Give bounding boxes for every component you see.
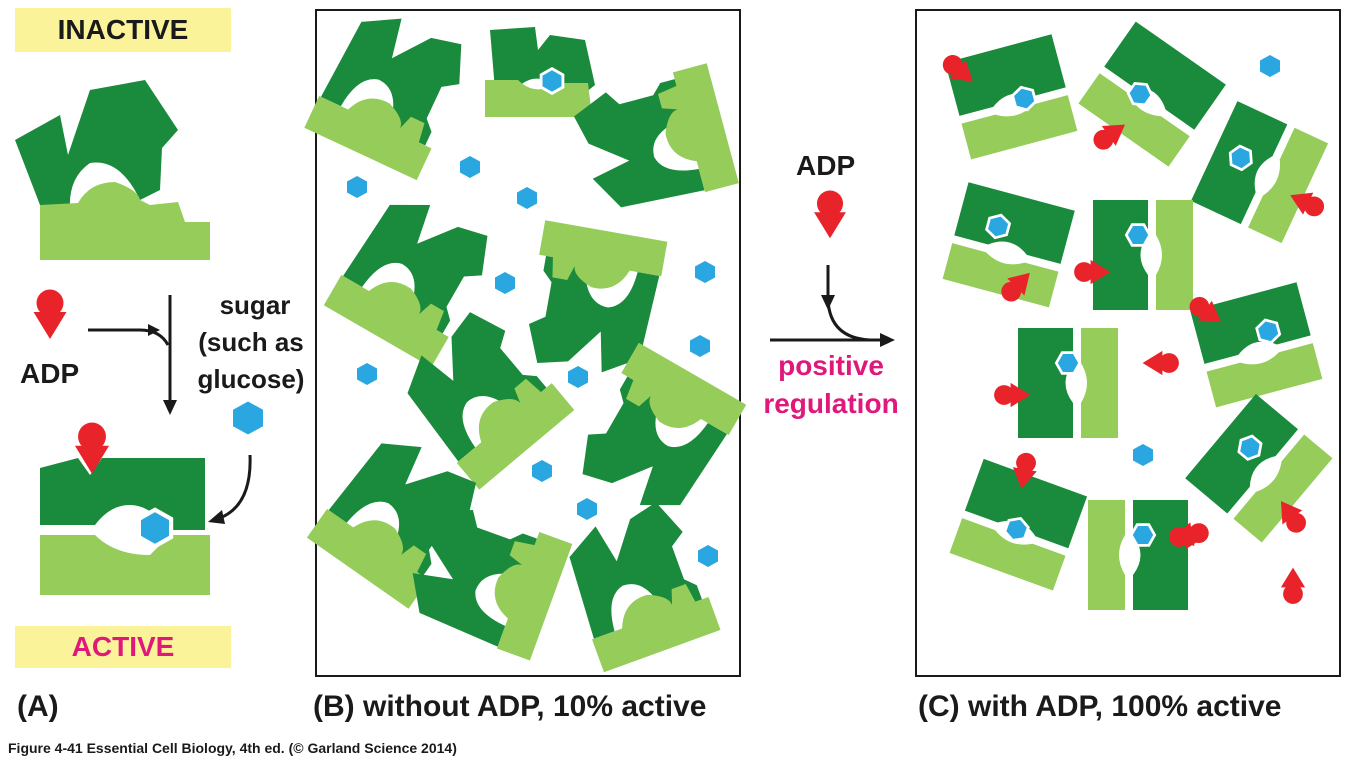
panel-a [15, 80, 263, 595]
panel-b-enzymes [304, 0, 746, 672]
panel-c-frame [915, 9, 1341, 677]
figure-credit: Figure 4-41 Essential Cell Biology, 4th … [8, 740, 457, 756]
sugar-hexagon-a [233, 401, 263, 435]
regulation-label-line1: positive [778, 350, 884, 381]
enzyme-c8 [1185, 393, 1333, 543]
panel-c-enzymes [937, 21, 1333, 610]
panel-b-frame [315, 9, 741, 677]
sugar-label-line3: glucose) [197, 364, 305, 394]
adp-label-a: ADP [20, 358, 80, 389]
enzyme-b7 [568, 343, 746, 528]
enzyme-c7 [1018, 328, 1118, 438]
enzyme-c6 [1184, 282, 1323, 408]
regulation-arrow [770, 190, 895, 347]
enzyme-b10 [555, 496, 720, 672]
enzyme-c2 [1078, 21, 1226, 167]
inactive-complex [15, 80, 210, 260]
enzyme-c5 [1093, 200, 1193, 310]
sugar-label-line1: sugar [219, 290, 291, 320]
active-complex [40, 422, 210, 595]
panel-b-caption: (B) without ADP, 10% active [313, 690, 707, 723]
enzyme-c9 [949, 450, 1088, 591]
enzyme-c10 [1088, 500, 1211, 610]
merge-arrows-a [88, 295, 252, 524]
inactive-banner: INACTIVE [15, 8, 231, 52]
enzyme-c4 [942, 182, 1075, 308]
enzyme-b1 [304, 0, 476, 180]
sugar-label-line2: (such as [198, 327, 304, 357]
active-banner: ACTIVE [15, 626, 231, 668]
enzyme-b3 [570, 63, 739, 220]
enzyme-c3 [1190, 101, 1329, 244]
regulation-label-line2: regulation [763, 388, 899, 419]
enzyme-b2 [485, 27, 595, 117]
panel-c-caption: (C) with ADP, 100% active [918, 690, 1282, 723]
adp-drop-a [33, 289, 67, 339]
enzyme-c1 [937, 34, 1078, 160]
adp-label-middle: ADP [796, 150, 856, 181]
panel-a-caption: (A) [17, 690, 59, 723]
